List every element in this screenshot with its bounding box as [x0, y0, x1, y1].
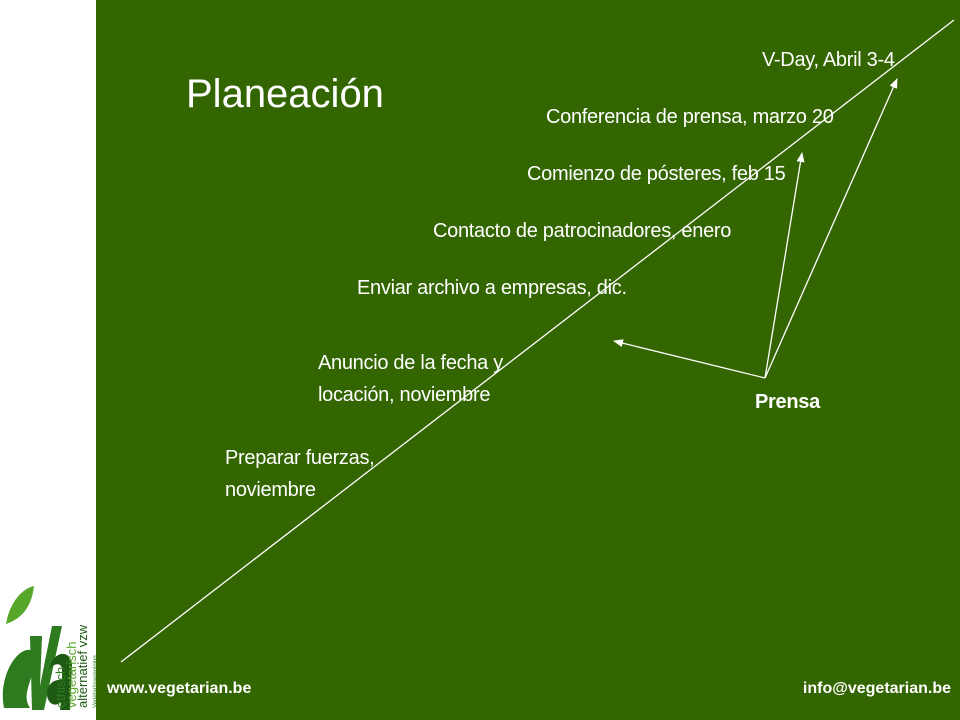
footer-email-link[interactable]: info@vegetarian.be — [802, 680, 951, 697]
milestone-conferencia: Conferencia de prensa, marzo 20 — [546, 106, 834, 128]
milestone-fuerzas-line1: Preparar fuerzas, — [225, 447, 375, 469]
press-label: Prensa — [755, 391, 820, 413]
milestone-anuncio-line2: locación, noviembre — [318, 384, 491, 406]
logo-sidebar: ethisch vegetarisch alternatief vzw Vege… — [0, 0, 99, 720]
milestone-vday: V-Day, Abril 3-4 — [762, 49, 895, 71]
timeline-line — [120, 19, 955, 663]
milestone-patrocinadores: Contacto de patrocinadores, enero — [433, 220, 732, 242]
footer-website-link[interactable]: www.vegetarian.be — [107, 680, 252, 697]
press-arrow-conferencia — [764, 152, 805, 379]
press-arrow-anuncio — [613, 339, 766, 379]
slide-background — [96, 0, 960, 720]
milestone-archivo: Enviar archivo a empresas, dic. — [357, 277, 627, 299]
slide-title: Planeación — [186, 72, 384, 116]
eva-logo-icon — [2, 586, 72, 710]
milestone-anuncio-line1: Anuncio de la fecha y — [318, 352, 503, 374]
press-arrow-vday — [764, 78, 898, 379]
milestone-fuerzas-line2: noviembre — [225, 479, 316, 501]
milestone-posteres: Comienzo de pósteres, feb 15 — [527, 163, 786, 185]
